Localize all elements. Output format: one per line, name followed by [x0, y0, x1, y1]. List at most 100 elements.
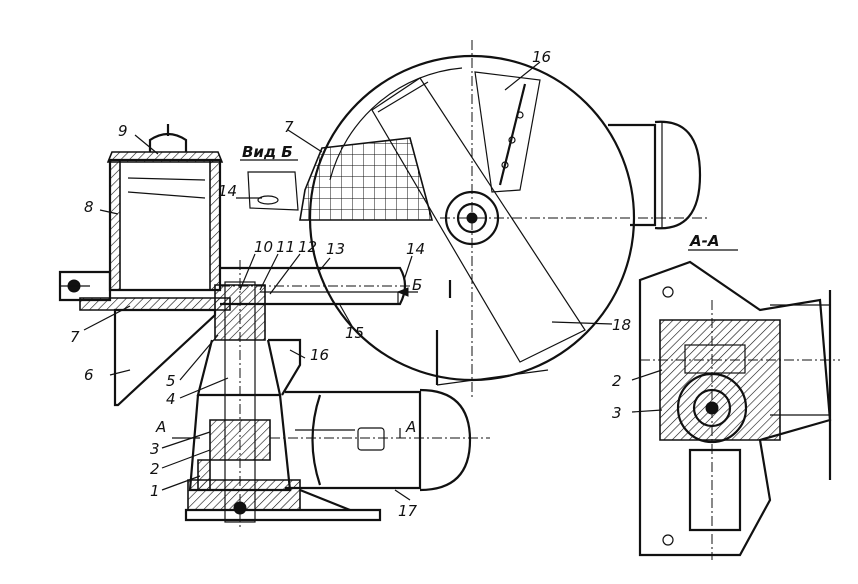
label-6: 6: [84, 366, 94, 384]
leader-11: [259, 253, 279, 291]
label-13: 13: [326, 240, 345, 258]
label-section-3: 3: [612, 404, 622, 422]
view-b-title: Вид Б: [242, 143, 293, 161]
leader-6: [109, 369, 131, 376]
body-assembly: [113, 260, 382, 530]
grater-grid-7: [299, 137, 434, 221]
blade-rivet: [516, 111, 524, 119]
label-a-left: А: [155, 418, 166, 436]
leader-17: [394, 489, 411, 501]
label-7-bottom: 7: [70, 328, 80, 346]
label-1: 1: [150, 482, 160, 500]
label-15: 15: [345, 324, 364, 342]
base-rib: [299, 488, 351, 512]
part-labels: 7 16 9 8 7 10 11 12 13 14 Б 15 6 5 4 А 3…: [70, 48, 631, 520]
view-b-detail: Вид Б 14: [218, 143, 299, 211]
arrow-b-head: [396, 287, 409, 297]
view-b-hole: [257, 195, 279, 205]
leader-7-top: [287, 129, 323, 153]
leader-8: [99, 209, 119, 215]
label-4: 4: [166, 390, 176, 408]
knife-edge: [377, 81, 429, 113]
label-14-main: 14: [406, 240, 425, 258]
motor-17: [285, 390, 422, 490]
leader-lines: [83, 61, 613, 501]
label-a-right: А: [405, 418, 416, 436]
label-16-disc: 16: [532, 48, 551, 66]
label-12: 12: [298, 238, 317, 256]
label-section-2: 2: [612, 372, 622, 390]
leader-18: [551, 321, 613, 325]
leader-7-bottom: [83, 305, 131, 331]
section-a-a-title: А-А: [689, 232, 719, 250]
blade-rivet: [501, 161, 509, 169]
label-11: 11: [276, 238, 295, 256]
bracket-6: [113, 308, 217, 407]
leader-sec-2: [631, 369, 663, 381]
gear-worm-2: [209, 419, 271, 461]
tube-15: [260, 291, 399, 305]
lid-9: [106, 151, 224, 163]
label-17: 17: [398, 502, 418, 520]
section-gearbox: [659, 319, 781, 441]
knife-blade-18: [371, 77, 586, 363]
leader-14-main: [403, 255, 413, 281]
label-b-marker: Б: [412, 276, 422, 294]
blade-rivet: [508, 136, 516, 144]
hopper-wall-left: [109, 159, 121, 291]
leader-10: [239, 253, 256, 291]
label-16-body: 16: [310, 346, 329, 364]
section-worm: [684, 344, 746, 374]
label-2: 2: [150, 460, 160, 478]
leader-9: [134, 134, 159, 155]
leader-5: [179, 334, 219, 381]
mount-hole-top: [662, 286, 674, 298]
blade-16: [474, 71, 541, 193]
lid-knob: [148, 132, 188, 152]
leader-4: [179, 377, 229, 399]
section-lower-body: [688, 448, 742, 532]
label-7-top: 7: [284, 118, 294, 136]
leader-15: [339, 304, 353, 327]
shaft-collar: [214, 284, 266, 341]
leader-2: [161, 449, 211, 469]
body-cone-16: [196, 339, 282, 397]
pusher-line: [127, 191, 206, 199]
label-10: 10: [254, 238, 273, 256]
leader-12: [269, 253, 301, 295]
blade-16-edge: [498, 83, 527, 186]
leader-1: [161, 475, 201, 491]
leader-16-body: [289, 349, 306, 359]
feed-plate-7: [79, 297, 231, 311]
motor-rear-cap: [419, 388, 472, 492]
disc-motor-cap: [654, 120, 702, 230]
motor-assembly: [270, 388, 490, 492]
mount-hole-bottom: [662, 534, 674, 546]
label-3: 3: [150, 440, 160, 458]
leader-16-disc: [504, 61, 541, 91]
label-8: 8: [84, 198, 94, 216]
label-14-view: 14: [218, 182, 237, 200]
cutting-disc-assembly: [299, 40, 710, 400]
base-plate: [184, 508, 382, 522]
leader-sec-3: [631, 409, 663, 413]
motor-terminal-box: [357, 427, 385, 451]
leader-3: [161, 431, 211, 449]
label-5: 5: [166, 372, 176, 390]
base-bolt: [233, 501, 247, 515]
label-9: 9: [118, 122, 128, 140]
label-18: 18: [612, 316, 631, 334]
hopper-wall-right: [209, 159, 221, 291]
view-b-plate: [247, 171, 299, 211]
pusher-line: [127, 177, 206, 181]
leader-13: [319, 257, 331, 271]
disc-edge-bottom: [436, 369, 549, 386]
section-a-a: А-А 2 3: [612, 232, 840, 560]
motor-front-cap: [311, 394, 322, 486]
body-flange: [268, 338, 302, 396]
hopper-assembly: [106, 124, 224, 292]
section-outline: [638, 260, 832, 557]
disc-motor-housing: [608, 123, 657, 227]
